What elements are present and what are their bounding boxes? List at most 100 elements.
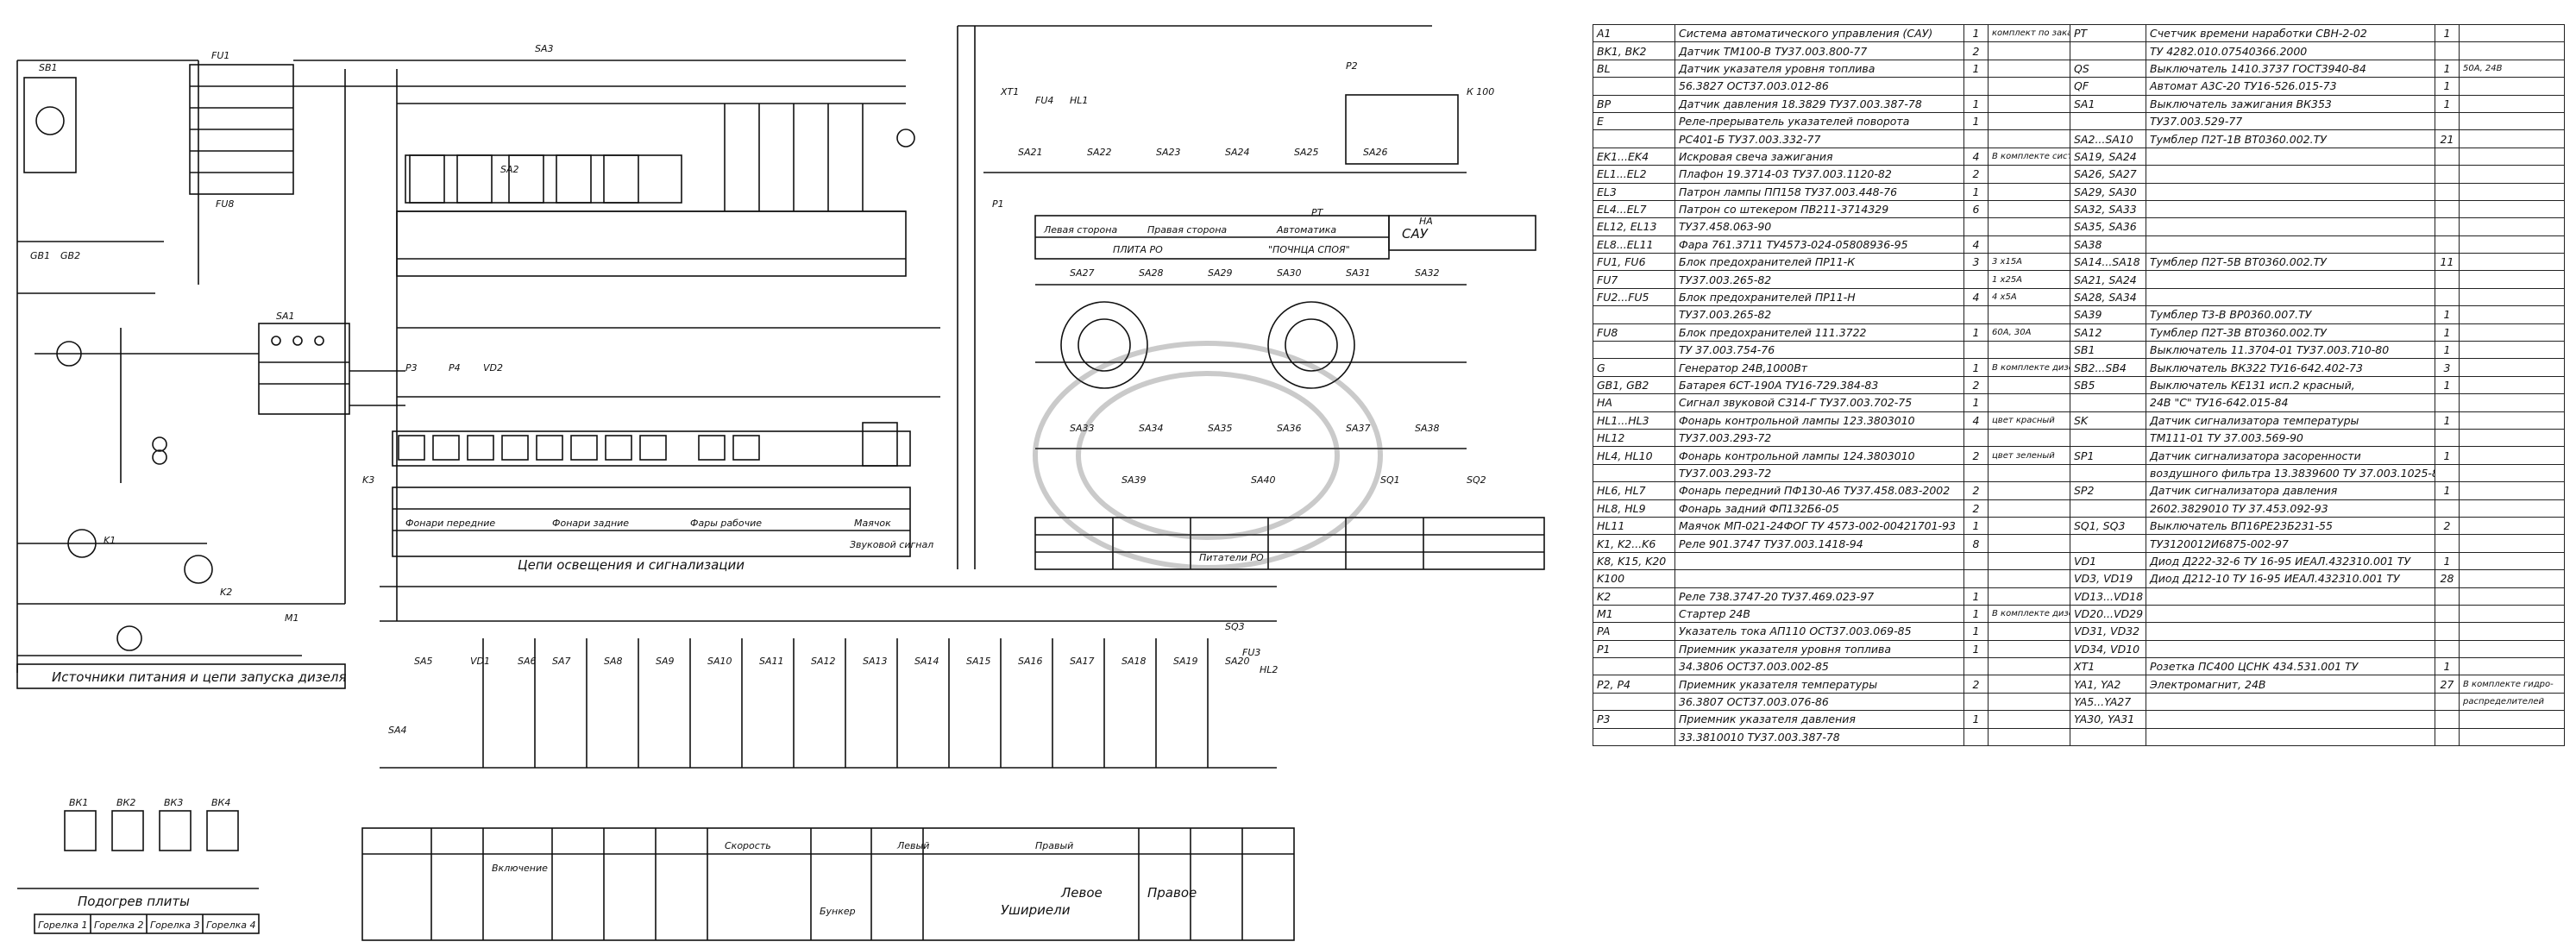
spec-qty: 2 xyxy=(1963,446,1989,465)
spec-qty: 1 xyxy=(1963,516,1989,536)
spec-note xyxy=(2459,111,2565,131)
spec-qty: 4 xyxy=(1963,235,1989,254)
spec-note xyxy=(2459,569,2565,588)
spec-pos: EL12, EL13 xyxy=(1593,217,1675,236)
spec-pos: G xyxy=(1593,358,1675,377)
component-label: SA18 xyxy=(1122,656,1147,667)
spec-pos xyxy=(1593,657,1675,676)
spec-note: В комплекте дизеля xyxy=(1988,604,2070,624)
component-label: SA19 xyxy=(1173,656,1198,667)
right-po-caption: Правое xyxy=(1147,885,1197,901)
component-label: SA6 xyxy=(518,656,537,667)
spec-name: Выключатель ВК322 ТУ16-642.402-73 xyxy=(2146,358,2435,377)
spec-qty: 1 xyxy=(1963,639,1989,659)
spec-pos: HL4, HL10 xyxy=(1593,446,1675,465)
spec-qty: 2 xyxy=(1963,499,1989,518)
spec-note xyxy=(1988,41,2070,60)
spec-name: Приемник указателя уровня топлива xyxy=(1674,639,1964,659)
spec-note xyxy=(2459,341,2565,360)
component-label: PT xyxy=(1311,207,1324,218)
component-label: SA7 xyxy=(552,656,571,667)
spec-pos: QS xyxy=(2070,59,2146,78)
spec-note xyxy=(2459,165,2565,184)
component-label: VD1 xyxy=(470,656,490,667)
spec-note xyxy=(2459,411,2565,430)
spec-qty: 1 xyxy=(2435,305,2460,324)
spec-name: Выключатель ВП16РЕ23Б231-55 xyxy=(2146,516,2435,536)
spec-note xyxy=(1988,534,2070,553)
spec-note xyxy=(2459,481,2565,500)
spec-pos: HA xyxy=(1593,393,1675,412)
component-label: SQ1 xyxy=(1380,474,1400,486)
component-label: SA23 xyxy=(1156,147,1181,158)
spec-name xyxy=(2146,639,2435,659)
spec-pos xyxy=(1593,305,1675,324)
work-lights-caption: Фары рабочие xyxy=(690,518,762,529)
spec-name: Розетка ПС400 ЦСНК 434.531.001 ТУ xyxy=(2146,657,2435,676)
component-label: P4 xyxy=(449,362,461,374)
spec-note xyxy=(1988,727,2070,747)
spec-name: ТУ37.003.293-72 xyxy=(1674,428,1964,448)
left-po-caption: Левое xyxy=(1060,885,1103,901)
spec-pos xyxy=(1593,341,1675,360)
spec-pos: K1, K2...K6 xyxy=(1593,534,1675,553)
spec-qty xyxy=(2435,534,2460,553)
spec-pos xyxy=(1593,77,1675,96)
spec-pos: FU7 xyxy=(1593,270,1675,289)
spec-name: 33.3810010 ТУ37.003.387-78 xyxy=(1674,727,1964,747)
spec-name: ТУ3120012И6875-002-97 xyxy=(2146,534,2435,553)
spec-pos: SA28, SA34 xyxy=(2070,287,2146,307)
spec-pos: VD20...VD29 xyxy=(2070,604,2146,624)
spec-note: цвет красный xyxy=(1988,411,2070,430)
component-label: SA38 xyxy=(1415,423,1440,434)
spec-note: 3 х15А xyxy=(1988,253,2070,272)
spec-pos: FU8 xyxy=(1593,323,1675,342)
component-label: SA22 xyxy=(1087,147,1112,158)
spec-qty: 28 xyxy=(2435,569,2460,588)
spec-name: Датчик указателя уровня топлива xyxy=(1674,59,1964,78)
plate-po-caption: ПЛИТА РО xyxy=(1113,244,1163,255)
right-side-caption: Правая сторона xyxy=(1147,224,1227,235)
spec-pos: SK xyxy=(2070,411,2146,430)
spec-qty xyxy=(2435,622,2460,641)
spec-qty: 1 xyxy=(2435,411,2460,430)
spec-name xyxy=(2146,235,2435,254)
spec-pos: HL12 xyxy=(1593,428,1675,448)
spec-name: Тумблер П2Т-5В ВТ0360.002.ТУ xyxy=(2146,253,2435,272)
spec-note xyxy=(2459,23,2565,43)
spec-note xyxy=(1988,551,2070,571)
component-label: SB1 xyxy=(39,62,58,73)
spec-note: цвет зеленый xyxy=(1988,446,2070,465)
spec-pos: SP1 xyxy=(2070,446,2146,465)
spec-pos: VD31, VD32 xyxy=(2070,622,2146,641)
spec-name xyxy=(2146,270,2435,289)
spec-name xyxy=(2146,604,2435,624)
spec-name xyxy=(2146,147,2435,166)
spec-name: Фонарь контрольной лампы 124.3803010 xyxy=(1674,446,1964,465)
spec-name: Выключатель зажигания ВК353 xyxy=(2146,94,2435,113)
spec-qty: 1 xyxy=(1963,323,1989,342)
component-label: SQ3 xyxy=(1225,621,1245,632)
spec-name: Электромагнит, 24В xyxy=(2146,675,2435,694)
spec-pos: EL4...EL7 xyxy=(1593,199,1675,219)
spec-qty: 1 xyxy=(1963,182,1989,201)
spec-note xyxy=(2459,639,2565,659)
spec-pos: YA1, YA2 xyxy=(2070,675,2146,694)
spec-pos: PT xyxy=(2070,23,2146,43)
spec-qty: 1 xyxy=(2435,23,2460,43)
spec-qty xyxy=(2435,727,2460,747)
spec-qty xyxy=(2435,287,2460,307)
component-label: P2 xyxy=(1346,60,1358,72)
